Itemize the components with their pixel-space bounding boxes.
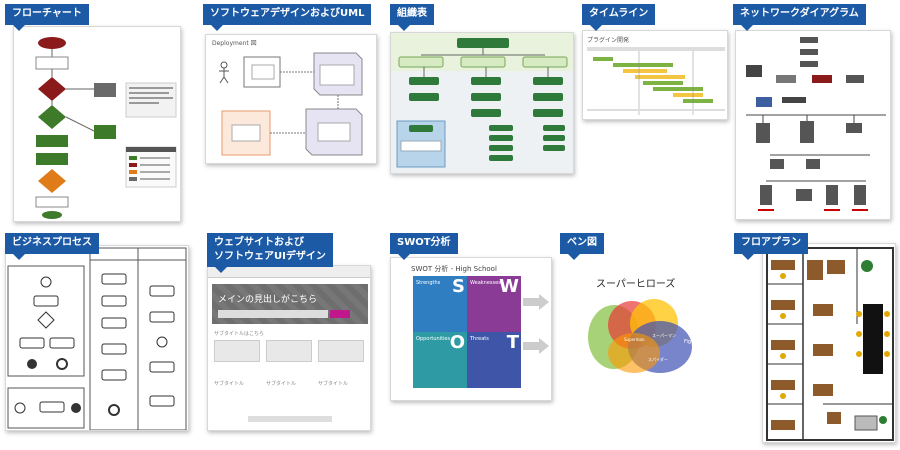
tile-venn[interactable]: ベン図 スーパーヒローズ Fights Crime Superman スーパーマ… [560, 233, 720, 403]
column-heading-3: サブタイトル [318, 381, 349, 387]
placeholder-image-1 [214, 340, 260, 362]
tile-uml[interactable]: ソフトウェアデザインおよびUML Deployment 図 [203, 4, 379, 164]
quadrant-letter: O [449, 332, 465, 353]
swot-arrows [523, 294, 549, 354]
quadrant-title: Weaknesses [470, 280, 501, 286]
venn-label-superman: Superman [624, 337, 645, 342]
swot-quadrant-o: Opportunities O [413, 332, 467, 388]
web-ui-thumbnail: メインの見出しがこちら サブタイトルはこちら サブタイトル サブタイトル サブタ… [207, 265, 371, 431]
mock-hero: メインの見出しがこちら [212, 284, 368, 324]
tile-label: タイムライン [582, 4, 656, 30]
hero-search-field[interactable] [218, 310, 328, 318]
quadrant-letter: W [499, 276, 519, 297]
tile-label: ウェブサイトおよび ソフトウェアUIデザイン [207, 233, 333, 273]
quadrant-title: Strengths [416, 280, 441, 286]
column-heading-2: サブタイトル [266, 381, 297, 387]
tile-timeline[interactable]: タイムライン プラグイン開発 [582, 4, 732, 124]
quadrant-title: Opportunities [416, 336, 451, 342]
venn-label-superman-jp: スーパーマン [652, 333, 676, 338]
tile-network[interactable]: ネットワークダイアグラム [733, 4, 897, 224]
hero-heading: メインの見出しがこちら [218, 295, 318, 305]
venn-label-fights-crime: Fights Crime [684, 339, 716, 345]
swot-quadrant-t: Threats T [467, 332, 521, 388]
diagram-subtitle: スーパーヒローズ [596, 279, 676, 290]
org-chart-thumbnail [390, 32, 574, 174]
column-heading-1: サブタイトル [214, 381, 245, 387]
tile-label: フローチャート [5, 4, 89, 30]
diagram-subtitle: プラグイン開発 [587, 37, 630, 44]
tile-floor-plan[interactable]: フロアプラン [734, 233, 898, 449]
quadrant-letter: T [506, 332, 519, 353]
venn-label-spider: スパイダー [648, 357, 668, 362]
hero-search-button[interactable] [330, 310, 350, 318]
tile-business-process[interactable]: ビジネスプロセス [5, 233, 191, 433]
network-thumbnail [735, 30, 891, 220]
uml-thumbnail: Deployment 図 [205, 34, 377, 164]
diagram-subtitle: Deployment 図 [212, 40, 257, 47]
tile-label: ベン図 [560, 233, 604, 259]
tile-org-chart[interactable]: 組織表 [390, 4, 576, 176]
tile-label: 組織表 [390, 4, 434, 30]
tile-label: ビジネスプロセス [5, 233, 99, 259]
timeline-thumbnail: プラグイン開発 [582, 30, 728, 120]
mock-footer [248, 416, 332, 422]
swot-thumbnail: SWOT 分析 - High School Strengths S Weakne… [390, 257, 552, 401]
section-label: サブタイトルはこちら [214, 331, 265, 337]
tile-label: SWOT分析 [390, 233, 458, 259]
tile-flowchart[interactable]: フローチャート [5, 4, 181, 224]
tile-label: フロアプラン [734, 233, 808, 259]
venn-circles [588, 299, 692, 373]
venn-thumbnail: スーパーヒローズ Fights Crime Superman スーパーマン スパ… [560, 257, 716, 401]
tile-label: ネットワークダイアグラム [733, 4, 866, 30]
tile-swot[interactable]: SWOT分析 SWOT 分析 - High School Strengths S… [390, 233, 556, 403]
floor-plan-thumbnail [762, 243, 896, 443]
quadrant-letter: S [452, 276, 465, 297]
mock-topbar [208, 266, 370, 278]
diagram-subtitle: SWOT 分析 - High School [411, 265, 497, 273]
swot-quadrant-w: Weaknesses W [467, 276, 521, 332]
swot-quadrant-s: Strengths S [413, 276, 467, 332]
flowchart-thumbnail [13, 26, 181, 222]
quadrant-title: Threats [470, 336, 489, 342]
tile-label: ソフトウェアデザインおよびUML [203, 4, 372, 30]
tile-web-ui[interactable]: ウェブサイトおよび ソフトウェアUIデザイン メインの見出しがこちら サブタイト… [207, 233, 373, 433]
placeholder-image-3 [318, 340, 364, 362]
business-process-thumbnail [5, 245, 189, 431]
placeholder-image-2 [266, 340, 312, 362]
